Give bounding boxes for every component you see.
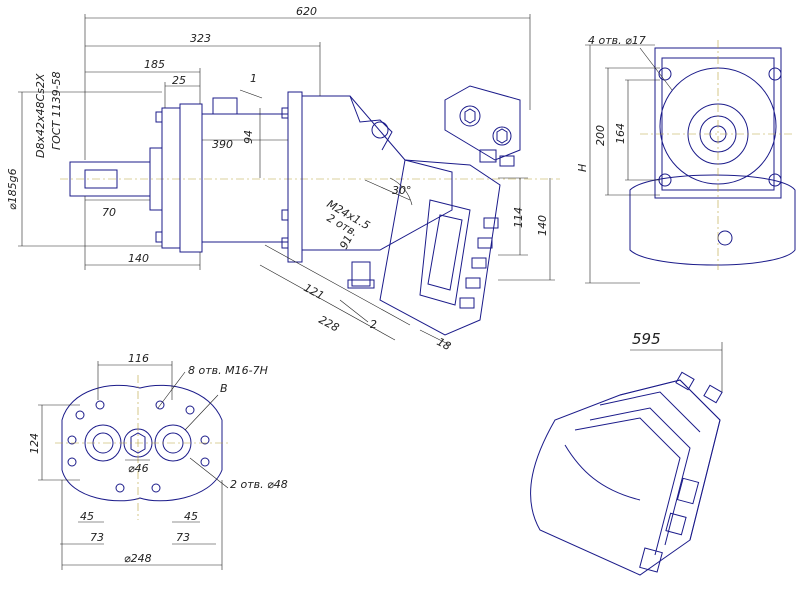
flange-dim-124: 124	[28, 433, 41, 454]
dim-164: 164	[614, 123, 627, 144]
iso-dim-595: 595	[632, 330, 661, 348]
side-dimensions	[18, 14, 555, 346]
top-port-block	[444, 85, 521, 161]
dim-121: 121	[302, 281, 327, 302]
dim-620: 620	[296, 5, 317, 18]
front-view: H 200 164 4 отв. ⌀17	[576, 34, 796, 284]
dim-228: 228	[317, 313, 342, 334]
dim-H: H	[576, 164, 589, 172]
flange-holes-2: 2 отв. ⌀48	[230, 478, 288, 491]
flange-dim-73-right: 73	[176, 531, 190, 544]
dim-94: 94	[242, 130, 255, 144]
callout-1: 1	[250, 72, 257, 85]
dim-25: 25	[172, 74, 186, 87]
dim-390: 390	[212, 138, 233, 151]
flange-holes-8: 8 отв. M16-7H	[188, 364, 268, 377]
isometric-view: 595	[530, 330, 723, 576]
dim-185g6: ⌀185g6	[6, 168, 19, 210]
dim-91: 91	[337, 233, 355, 251]
dim-323: 323	[190, 32, 211, 45]
flange-dim-73-left: 73	[90, 531, 104, 544]
holes-4: 4 отв. ⌀17	[588, 34, 646, 47]
flange-dim-d248: ⌀248	[124, 552, 152, 565]
flange-label-B: B	[220, 382, 228, 395]
dim-200: 200	[594, 125, 607, 146]
flange-dim-d46: ⌀46	[128, 462, 149, 475]
flange-view: 116 8 отв. M16-7H B 124 ⌀46 2 отв. ⌀48 4…	[28, 352, 288, 570]
flange-dim-45-left: 45	[80, 510, 94, 523]
angled-head	[379, 149, 515, 336]
side-view: 620 323 185 25 390 94 70 140 30° 121 228…	[6, 5, 560, 353]
dim-140: 140	[128, 252, 149, 265]
dim-30deg: 30°	[392, 184, 412, 197]
dim-185: 185	[144, 58, 165, 71]
spline-spec: D8x42x48Cs2X	[34, 73, 47, 158]
dim-18: 18	[435, 335, 453, 353]
standard-label: ГОСТ 1139-58	[50, 71, 63, 150]
dim-70: 70	[102, 206, 116, 219]
callout-2: 2	[370, 318, 377, 331]
dim-114: 114	[512, 207, 525, 228]
flange-dim-45-right: 45	[184, 510, 198, 523]
flange-dim-116: 116	[128, 352, 149, 365]
dim-140-right: 140	[536, 215, 549, 236]
